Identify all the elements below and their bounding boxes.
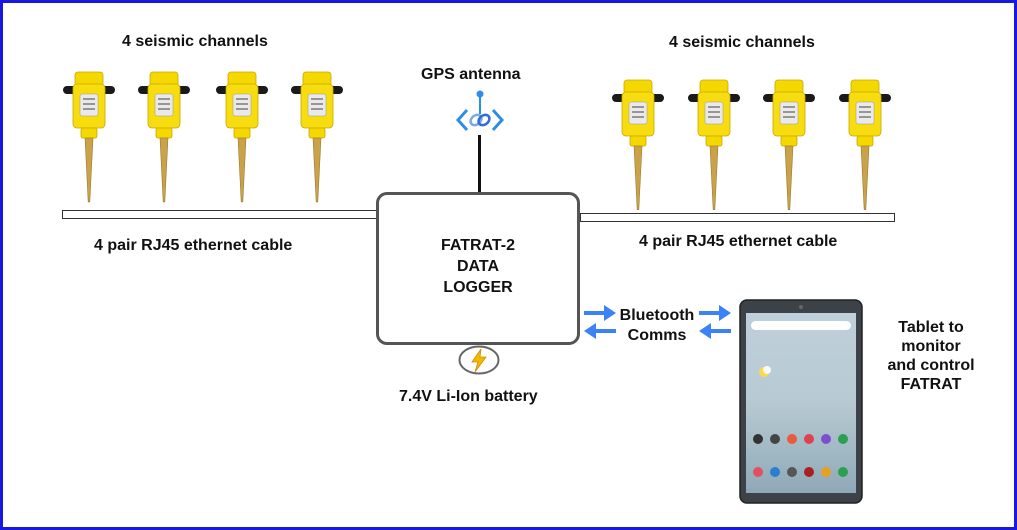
right-seismic-sensor: [763, 79, 815, 210]
bluetooth-label-line2: Comms: [627, 327, 687, 344]
tablet-app-icon: [804, 434, 814, 444]
tablet-app-icon: [787, 434, 797, 444]
battery-label: 7.4V Li-Ion battery: [399, 388, 538, 405]
tablet-label-line4: FATRAT: [900, 376, 962, 393]
tablet-app-icon: [770, 467, 780, 477]
right-seismic-sensor: [839, 79, 891, 210]
tablet-label-line2: monitor: [901, 338, 961, 355]
gps-antenna-cable: [478, 135, 481, 192]
gps-antenna-label: GPS antenna: [421, 66, 521, 83]
tablet-app-icon: [804, 467, 814, 477]
right-seismic-sensor: [688, 79, 740, 210]
tablet-app-icon: [753, 434, 763, 444]
right-seismic-sensor: [612, 79, 664, 210]
tablet-clock: 10:08: [785, 321, 810, 332]
bluetooth-comms-label: Bluetooth Comms: [615, 306, 699, 346]
tablet-app-icon: [838, 467, 848, 477]
gps-antenna-icon: [455, 90, 505, 132]
tablet-app-icon: [770, 434, 780, 444]
bluetooth-label-line1: Bluetooth: [619, 307, 695, 324]
tablet-app-icon: [753, 467, 763, 477]
left-seismic-sensor: [291, 71, 343, 203]
bluetooth-arrow-right: [699, 305, 731, 339]
bluetooth-arrow-left: [584, 305, 616, 339]
tablet-app-icon: [821, 434, 831, 444]
logger-title-line2: DATA: [456, 258, 500, 275]
right-seismic-channels-label: 4 seismic channels: [669, 34, 815, 51]
tablet-label-line3: and control: [887, 357, 975, 374]
right-cable-label: 4 pair RJ45 ethernet cable: [639, 233, 838, 250]
data-logger-box: FATRAT-2 DATA LOGGER: [376, 192, 580, 345]
left-seismic-sensor: [138, 71, 190, 203]
lightning-battery-icon: [458, 345, 500, 375]
logger-title-line3: LOGGER: [443, 279, 513, 296]
tablet-label-line1: Tablet to: [898, 319, 964, 336]
tablet-device: 10:08: [739, 299, 863, 504]
tablet-app-icon: [787, 467, 797, 477]
tablet-description-label: Tablet to monitor and control FATRAT: [875, 318, 987, 394]
left-cable-label: 4 pair RJ45 ethernet cable: [94, 237, 293, 254]
left-seismic-sensor: [63, 71, 115, 203]
left-ethernet-cable: [62, 210, 378, 219]
right-seismic-sensors: [612, 79, 891, 210]
left-seismic-channels-label: 4 seismic channels: [122, 33, 268, 50]
logger-title-line1: FATRAT-2: [440, 237, 516, 254]
left-seismic-sensors: [63, 71, 343, 203]
right-ethernet-cable: [580, 213, 895, 222]
logger-title: FATRAT-2 DATA LOGGER: [379, 235, 577, 298]
tablet-app-icon: [821, 467, 831, 477]
left-seismic-sensor: [216, 71, 268, 203]
tablet-app-icon: [838, 434, 848, 444]
